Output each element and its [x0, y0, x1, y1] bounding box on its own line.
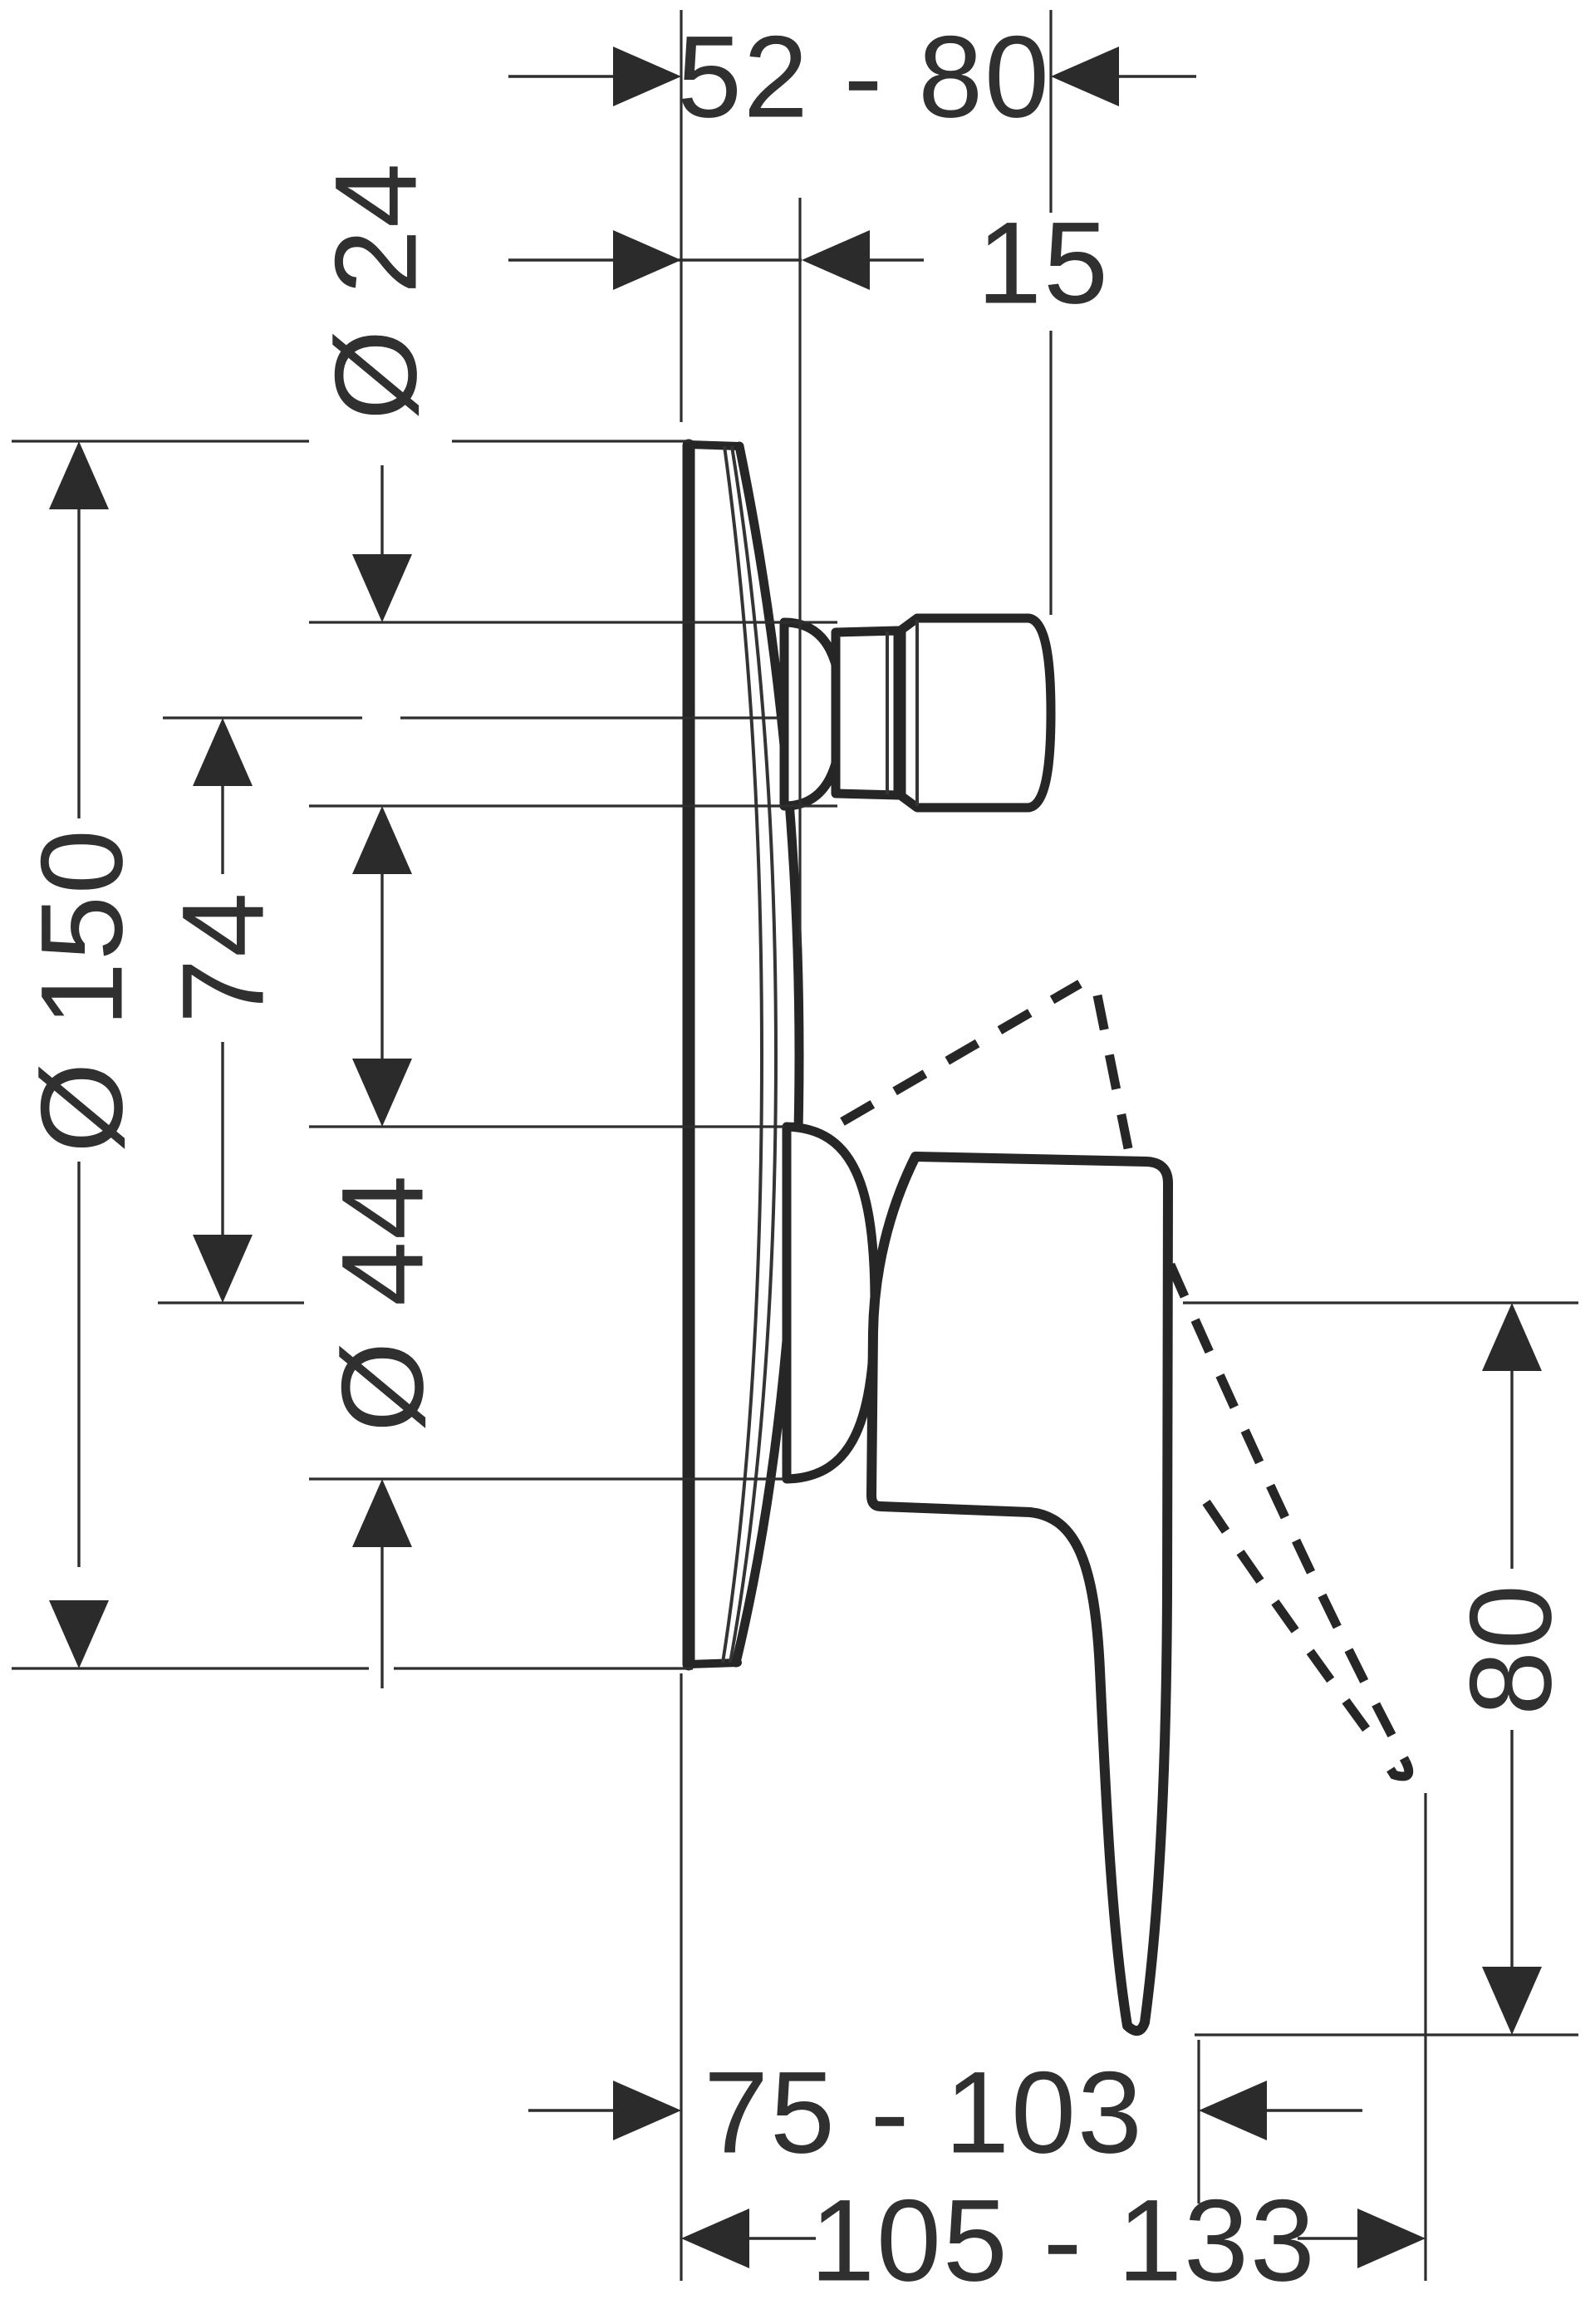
dimension-label-d150: Ø 150	[17, 828, 147, 1152]
arrowhead-up	[1482, 1303, 1542, 1371]
dimension-label-d44: Ø 44	[317, 1173, 448, 1432]
arrowhead-right	[613, 230, 681, 290]
dimension-label-15: 15	[977, 198, 1110, 328]
arrowhead-up	[49, 441, 109, 509]
arrowhead-up	[352, 1479, 412, 1547]
lever-body	[866, 1152, 1173, 2036]
extension-lines	[12, 10, 1578, 2281]
plate-bottom-edge	[685, 1658, 742, 1668]
dimension-label-52-80: 52 - 80	[677, 12, 1051, 142]
dashed-outer-sweep	[1166, 1262, 1410, 1764]
dimension-lever-reach: 75 - 103	[528, 2047, 1362, 2178]
arrowhead-left	[681, 2209, 749, 2268]
dimension-label-80: 80	[1445, 1583, 1576, 1716]
dimension-hub-diameter: Ø 44	[317, 1059, 448, 1688]
dashed-tip	[1373, 1746, 1414, 1781]
knob-main-cylinder	[896, 613, 1056, 813]
lever-handle	[782, 1122, 1173, 2036]
dimension-projection-depth: 52 - 80	[508, 12, 1196, 142]
arrowhead-up	[352, 806, 412, 874]
arrowhead-left	[1051, 47, 1119, 106]
arrowhead-down	[352, 554, 412, 622]
dimension-label-75-103: 75 - 103	[704, 2047, 1144, 2178]
arrowhead-down	[1482, 1967, 1542, 2035]
arrowhead-left	[802, 230, 870, 290]
dimension-plate-diameter: Ø 150	[17, 441, 147, 1668]
lever-raised-dashed-outline	[840, 980, 1414, 1781]
arrowhead-down	[193, 1235, 253, 1303]
dimension-lever-drop: 80	[1445, 1303, 1576, 2035]
arrowhead-down	[352, 1059, 412, 1127]
shutoff-knob	[779, 613, 1056, 813]
dashed-inner-sweep	[1202, 1499, 1383, 1750]
fixture-side-view	[682, 439, 1414, 2036]
dimension-label-105-133: 105 - 133	[810, 2175, 1317, 2306]
arrowhead-up	[193, 718, 253, 786]
dimension-raised-reach: 105 - 133	[681, 2175, 1426, 2306]
arrowhead-left	[1199, 2081, 1267, 2140]
arrowhead-right	[613, 47, 681, 106]
arrowhead-right	[1357, 2209, 1426, 2268]
dimension-knob-diameter: Ø 24	[311, 161, 441, 1060]
dimension-label-d24: Ø 24	[311, 161, 441, 420]
lever-hub-sleeve	[782, 1122, 880, 1484]
arrowhead-down	[49, 1600, 109, 1668]
dashed-front-edge	[1092, 994, 1135, 1158]
dashed-top-edge	[840, 980, 1082, 1126]
dimension-axis-distance: 74	[158, 718, 288, 1303]
dimension-escutcheon-depth: 15	[508, 198, 1110, 328]
dimension-label-74: 74	[158, 891, 288, 1024]
plate-top-edge	[685, 440, 744, 450]
arrowhead-right	[613, 2081, 681, 2140]
